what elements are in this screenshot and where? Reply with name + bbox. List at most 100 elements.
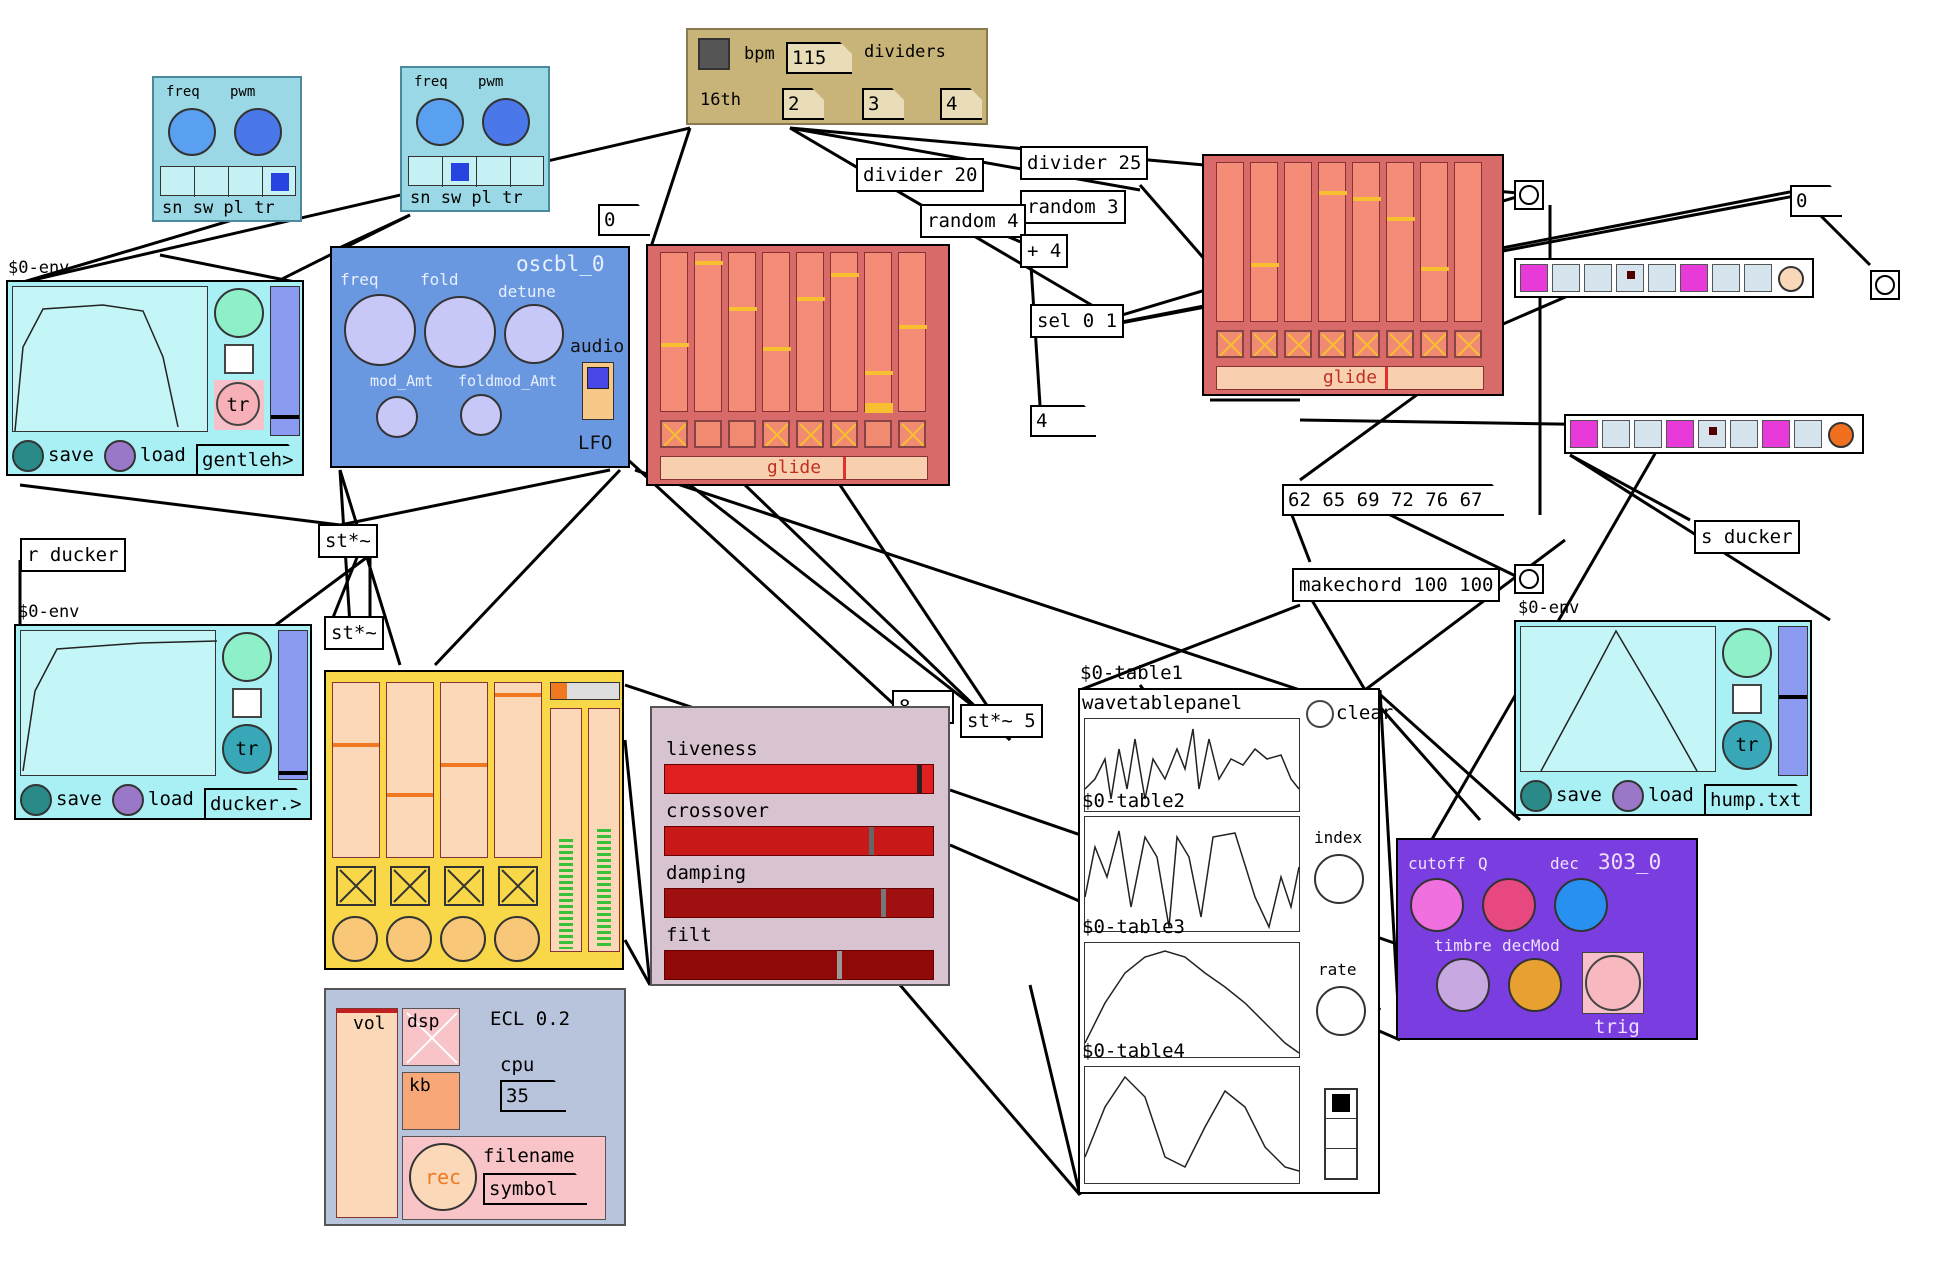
chord-message[interactable]: 62 65 69 72 76 67 [1282,484,1504,516]
step-slider-2[interactable] [1250,162,1279,322]
bpm-number[interactable]: 115 [786,42,852,74]
freq-knob[interactable] [344,294,416,366]
step-slider-1[interactable] [660,252,689,412]
wave-display-2[interactable] [1084,816,1300,932]
gate-toggle-5[interactable] [796,420,824,448]
channel-fader-1[interactable] [332,682,380,858]
mixer-mode-select[interactable] [550,682,620,700]
step-slider-7[interactable] [864,252,893,413]
audio-lfo-switch[interactable] [582,362,614,420]
filename-symbol[interactable]: symbol [483,1173,587,1205]
env-toggle[interactable] [224,344,254,374]
gate-toggle-1[interactable] [660,420,688,448]
save-button[interactable] [1520,780,1552,812]
makechord-object[interactable]: makechord 100 100 [1292,568,1501,602]
liveness-slider[interactable] [664,764,934,794]
dec-knob[interactable] [1554,878,1608,932]
channel-fader-3[interactable] [440,682,488,858]
freq-knob[interactable] [168,108,216,156]
save-button[interactable] [12,440,44,472]
load-button[interactable] [1612,780,1644,812]
wave-select[interactable] [160,166,296,197]
envelope-graph[interactable] [20,630,218,776]
number-box-left[interactable]: 0 [598,204,650,236]
crossover-slider[interactable] [664,826,934,856]
step-slider-8[interactable] [898,252,927,412]
gate-toggle-6[interactable] [1386,330,1414,358]
wave-select[interactable] [408,156,544,187]
pan-knob-1[interactable] [332,916,378,962]
gate-toggle-7[interactable] [864,420,892,448]
channel-fader-4[interactable] [494,682,542,858]
random-3-object[interactable]: random 3 [1020,190,1126,224]
glide-slider[interactable]: glide [1216,366,1484,390]
divider-20-object[interactable]: divider 20 [856,158,985,192]
vol-slider[interactable]: vol [336,1008,398,1218]
divider-number-c[interactable]: 4 [940,88,982,120]
mod-amt-knob[interactable] [376,396,418,438]
env-file-name[interactable]: hump.txt [1704,784,1808,816]
divider-number-a[interactable]: 2 [782,88,824,120]
step-slider-7[interactable] [1420,162,1449,322]
cutoff-knob[interactable] [1410,878,1464,932]
bang-chord[interactable] [1514,564,1544,594]
pwm-knob[interactable] [482,98,530,146]
divider-25-object[interactable]: divider 25 [1020,146,1149,180]
gate-toggle-7[interactable] [1420,330,1448,358]
mute-toggle-4[interactable] [498,866,538,906]
pan-knob-4[interactable] [494,916,540,962]
gate-toggle-1[interactable] [1216,330,1244,358]
output-number-4[interactable]: 4 [1030,405,1096,437]
rate-knob[interactable] [1316,986,1366,1036]
divider-number-b[interactable]: 3 [862,88,904,120]
pan-knob-3[interactable] [440,916,486,962]
tr-button[interactable]: tr [1722,720,1772,770]
decmod-knob[interactable] [1508,958,1562,1012]
tr-button[interactable]: tr [222,724,272,774]
plus-4-object[interactable]: + 4 [1020,234,1069,268]
damping-slider[interactable] [664,888,934,918]
load-button[interactable] [104,440,136,472]
mute-toggle-2[interactable] [390,866,430,906]
env-file-name[interactable]: gentleh> [196,444,300,476]
wave-display-4[interactable] [1084,1066,1300,1184]
freq-knob[interactable] [416,98,464,146]
step-slider-6[interactable] [1386,162,1415,322]
st-multiply-object-1[interactable]: st*~ [318,524,378,558]
number-box-right[interactable]: 0 [1790,185,1842,217]
step-slider-5[interactable] [796,252,825,412]
index-knob[interactable] [1314,854,1364,904]
s-ducker-object[interactable]: s ducker [1694,520,1800,554]
rec-button[interactable]: rec [409,1143,477,1211]
wave-display-1[interactable] [1084,718,1300,812]
dsp-toggle[interactable]: dsp [402,1008,460,1066]
wave-display-3[interactable] [1084,942,1300,1058]
env-knob[interactable] [214,288,264,338]
gate-toggle-8[interactable] [1454,330,1482,358]
step-slider-4[interactable] [762,252,791,412]
gate-toggle-2[interactable] [1250,330,1278,358]
step-slider-3[interactable] [728,252,757,412]
gate-toggle-6[interactable] [830,420,858,448]
load-button[interactable] [112,784,144,816]
env-knob[interactable] [1722,628,1772,678]
env-knob[interactable] [222,632,272,682]
bang-far-right[interactable] [1870,270,1900,300]
gate-toggle-2[interactable] [694,420,722,448]
sel-0-1-object[interactable]: sel 0 1 [1030,304,1125,338]
mute-toggle-1[interactable] [336,866,376,906]
step-slider-8[interactable] [1454,162,1482,322]
q-knob[interactable] [1482,878,1536,932]
bang-top-right[interactable] [1514,180,1544,210]
filt-slider[interactable] [664,950,934,980]
gate-toggle-4[interactable] [1318,330,1346,358]
fold-knob[interactable] [424,296,496,368]
glide-slider[interactable]: glide [660,456,928,480]
step-slider-4[interactable] [1318,162,1347,322]
env-toggle[interactable] [232,688,262,718]
table-select[interactable] [1324,1088,1358,1180]
gate-toggle-5[interactable] [1352,330,1380,358]
foldmod-amt-knob[interactable] [460,394,502,436]
channel-fader-2[interactable] [386,682,434,858]
detune-knob[interactable] [504,304,564,364]
